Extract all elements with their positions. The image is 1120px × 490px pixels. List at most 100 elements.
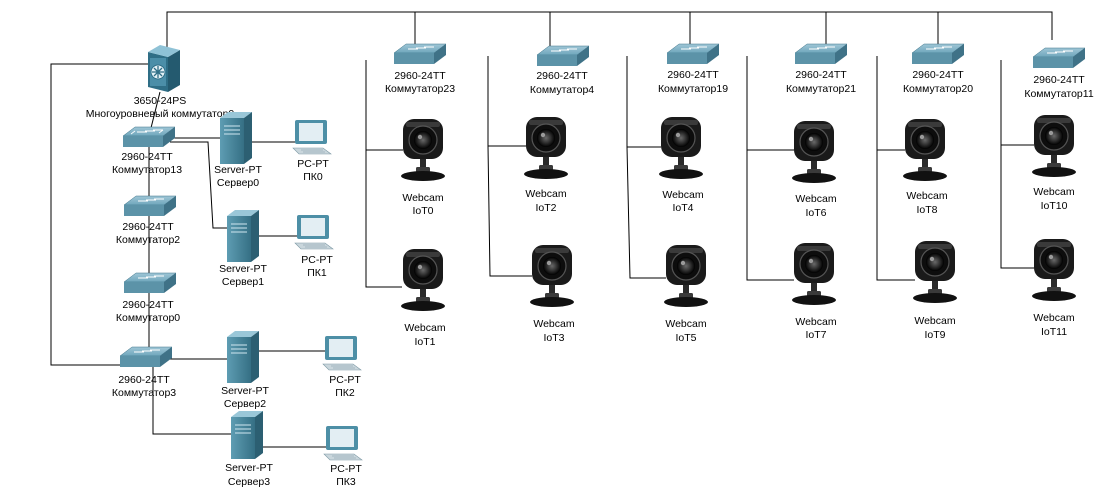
device-name-label: IoT2 xyxy=(535,202,556,214)
server-icon xyxy=(220,112,252,164)
device-sw19[interactable]: 2960-24TT Коммутатор19 xyxy=(658,43,728,95)
device-iot8[interactable]: Webcam IoT8 xyxy=(903,119,948,216)
cable-sw23-iot1 xyxy=(365,150,402,288)
device-name-label: ПК3 xyxy=(336,476,356,488)
device-name-label: Коммутатор19 xyxy=(658,83,728,95)
device-sw3[interactable]: 2960-24TT Коммутатор3 xyxy=(112,346,176,399)
device-name-label: Коммутатор21 xyxy=(786,83,856,95)
device-pc0[interactable]: PC-PT ПК0 xyxy=(292,120,332,183)
webcam-icon xyxy=(664,245,708,307)
device-model-label: 3650-24PS xyxy=(134,95,187,107)
device-iot5[interactable]: Webcam IoT5 xyxy=(664,245,708,344)
device-iot7[interactable]: Webcam IoT7 xyxy=(792,243,837,341)
device-name-label: IoT1 xyxy=(414,336,435,348)
device-name-label: IoT7 xyxy=(805,329,826,341)
device-iot3[interactable]: Webcam IoT3 xyxy=(530,245,575,344)
device-model-label: PC-PT xyxy=(301,254,333,266)
device-model-label: 2960-24TT xyxy=(394,70,446,82)
device-iot11[interactable]: Webcam IoT11 xyxy=(1032,239,1076,338)
device-sw23[interactable]: 2960-24TT Коммутатор23 xyxy=(385,43,455,95)
device-name-label: Многоуровневый коммутатор0 xyxy=(86,108,235,120)
device-iot4[interactable]: Webcam IoT4 xyxy=(659,117,704,214)
device-name-label: IoT6 xyxy=(805,207,826,219)
device-srv1[interactable]: Server-PT Сервер1 xyxy=(219,210,268,288)
device-sw2[interactable]: 2960-24TT Коммутатор2 xyxy=(116,195,180,246)
switch-icon xyxy=(119,346,173,367)
switch-icon xyxy=(536,45,590,66)
cable-sw13-srv1 xyxy=(170,141,228,229)
device-pc3[interactable]: PC-PT ПК3 xyxy=(323,426,363,488)
switch-icon xyxy=(123,195,177,216)
server-icon xyxy=(231,411,263,459)
device-name-label: IoT9 xyxy=(924,329,945,341)
switch-icon xyxy=(911,43,965,64)
device-sw0[interactable]: 2960-24TT Коммутатор0 xyxy=(116,272,180,324)
device-model-label: Webcam xyxy=(906,190,947,202)
cable-mls-sw3 xyxy=(50,63,148,366)
cable-sw21-iot7 xyxy=(746,150,794,281)
device-sw11[interactable]: 2960-24TT Коммутатор11 xyxy=(1024,47,1094,100)
webcam-icon xyxy=(1032,115,1076,177)
cable-mls-sw11 xyxy=(826,11,939,44)
cable-mls-sw4 xyxy=(167,11,416,44)
switch-icon xyxy=(123,272,177,293)
device-model-label: 2960-24TT xyxy=(912,69,964,81)
device-pc1[interactable]: PC-PT ПК1 xyxy=(294,215,334,279)
device-srv2[interactable]: Server-PT Сервер2 xyxy=(221,331,270,410)
cable-mls-sw21 xyxy=(550,11,691,44)
device-name-label: Коммутатор2 xyxy=(116,234,180,246)
device-srv3[interactable]: Server-PT Сервер3 xyxy=(225,411,274,488)
cable-sw4-iot3 xyxy=(487,145,532,277)
device-sw13[interactable]: 2960-24TT Коммутатор13 xyxy=(112,126,182,176)
webcam-icon xyxy=(792,243,836,305)
device-model-label: PC-PT xyxy=(297,158,329,170)
pc-icon xyxy=(292,120,332,155)
server-icon xyxy=(227,210,259,262)
device-iot9[interactable]: Webcam IoT9 xyxy=(913,241,957,341)
device-model-label: 2960-24TT xyxy=(122,221,174,233)
device-sw20[interactable]: 2960-24TT Коммутатор20 xyxy=(903,43,973,95)
device-name-label: Сервер3 xyxy=(228,476,270,488)
cable-mls-sw23 xyxy=(166,11,1053,50)
device-sw4[interactable]: 2960-24TT Коммутатор4 xyxy=(530,45,594,96)
device-model-label: Webcam xyxy=(533,318,574,330)
device-name-label: Сервер0 xyxy=(217,177,259,189)
switch-icon xyxy=(122,126,176,147)
device-sw21[interactable]: 2960-24TT Коммутатор21 xyxy=(786,43,856,95)
device-model-label: Server-PT xyxy=(219,263,267,275)
device-model-label: Webcam xyxy=(404,322,445,334)
device-model-label: Webcam xyxy=(1033,312,1074,324)
device-model-label: PC-PT xyxy=(330,463,362,475)
device-model-label: Webcam xyxy=(1033,186,1074,198)
device-iot1[interactable]: Webcam IoT1 xyxy=(401,249,446,348)
device-name-label: Коммутатор0 xyxy=(116,312,180,324)
device-model-label: 2960-24TT xyxy=(121,151,173,163)
device-iot10[interactable]: Webcam IoT10 xyxy=(1032,115,1076,212)
pc-icon xyxy=(323,426,363,461)
device-model-label: 2960-24TT xyxy=(667,69,719,81)
device-mls[interactable]: 3650-24PS Многоуровневый коммутатор0 xyxy=(86,45,235,120)
device-iot2[interactable]: Webcam IoT2 xyxy=(524,117,568,214)
webcam-icon xyxy=(401,119,445,181)
webcam-icon xyxy=(913,241,957,303)
device-iot6[interactable]: Webcam IoT6 xyxy=(792,121,837,219)
pc-icon xyxy=(322,336,362,371)
device-pc2[interactable]: PC-PT ПК2 xyxy=(322,336,362,399)
webcam-icon xyxy=(792,121,836,183)
device-model-label: Webcam xyxy=(402,192,443,204)
device-name-label: IoT10 xyxy=(1041,200,1068,212)
cable-sw3-srv3 xyxy=(152,367,232,435)
device-model-label: Webcam xyxy=(662,189,703,201)
device-name-label: Коммутатор11 xyxy=(1024,88,1093,100)
device-name-label: ПК1 xyxy=(307,267,327,279)
switch-icon xyxy=(393,43,447,64)
device-model-label: Webcam xyxy=(525,188,566,200)
device-name-label: Коммутатор20 xyxy=(903,83,973,95)
device-name-label: ПК0 xyxy=(303,171,323,183)
device-model-label: Webcam xyxy=(665,318,706,330)
device-model-label: 2960-24TT xyxy=(795,69,847,81)
device-name-label: Коммутатор13 xyxy=(112,164,182,176)
device-iot0[interactable]: Webcam IoT0 xyxy=(401,119,445,217)
cable-sw21-iot6 xyxy=(746,56,794,151)
device-srv0[interactable]: Server-PT Сервер0 xyxy=(214,112,263,189)
